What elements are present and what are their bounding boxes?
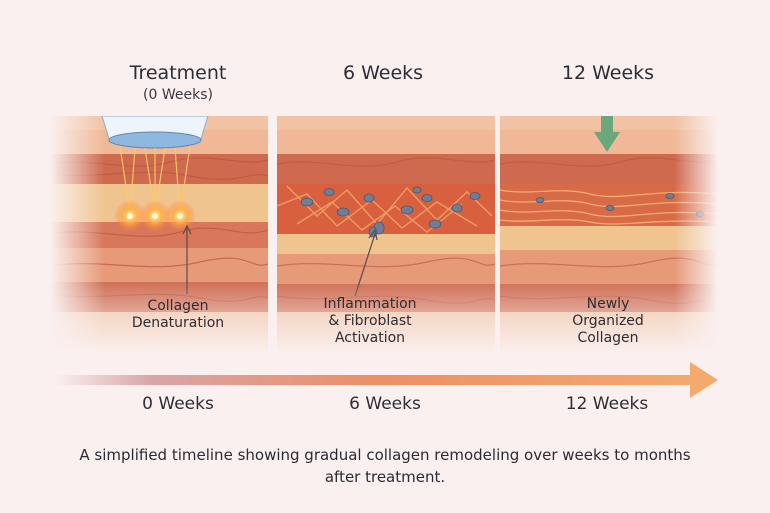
stage-title-treatment: Treatment xyxy=(129,62,227,84)
panel-6-weeks xyxy=(277,116,495,354)
panel-12-weeks xyxy=(500,116,718,354)
timeline-tick-6-weeks: 6 Weeks xyxy=(349,394,421,414)
timeline-tick-12-weeks: 12 Weeks xyxy=(565,394,649,414)
stage-title-12-weeks: 12 Weeks xyxy=(561,62,655,84)
figure-caption: A simplified timeline showing gradual co… xyxy=(79,446,691,486)
timeline-arrow xyxy=(55,362,718,398)
timeline-tick-0-weeks: 0 Weeks xyxy=(142,394,214,414)
stage-subtitle-treatment: (0 Weeks) xyxy=(143,87,213,103)
label-newly-organized-collagen: Newly Organized Collagen xyxy=(572,296,644,346)
stage-title-6-weeks: 6 Weeks xyxy=(342,62,424,84)
panel-treatment xyxy=(50,116,268,354)
label-collagen-denaturation: Collagen Denaturation xyxy=(131,298,225,331)
label-inflammation-fibroblast: Inflammation & Fibroblast Activation xyxy=(323,296,417,346)
